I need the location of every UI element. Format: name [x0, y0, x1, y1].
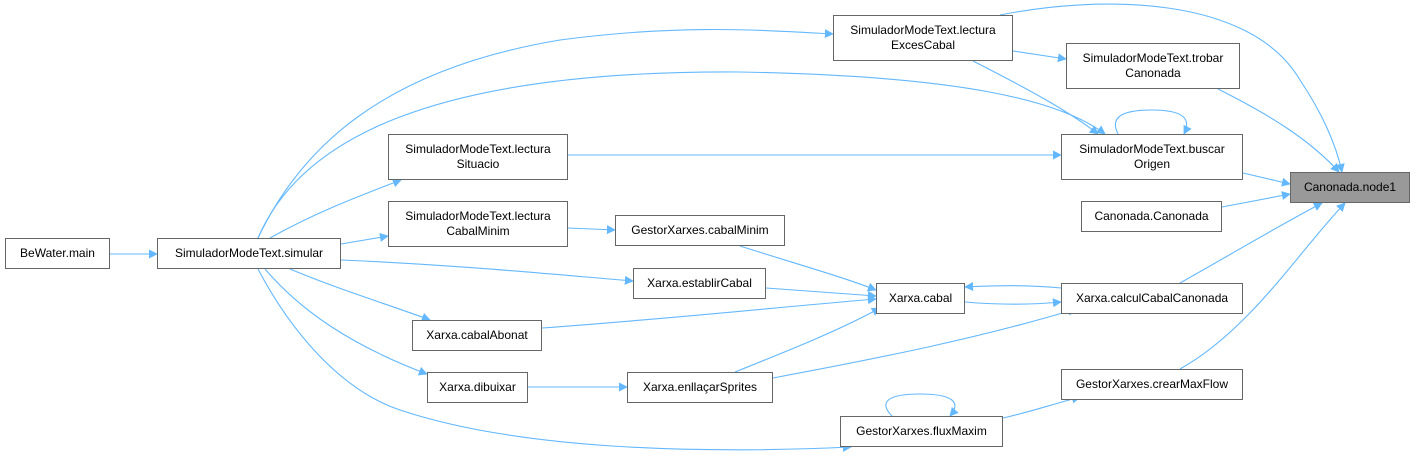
node-label: Xarxa.establirCabal — [647, 276, 752, 290]
node-label-line2: ExcesCabal — [890, 38, 956, 52]
node-label: Xarxa.enllaçarSprites — [642, 380, 758, 394]
node-xarxa-calcul-cabal-canonada[interactable]: Xarxa.calculCabalCanonada — [1061, 283, 1243, 314]
node-xarxa-dibuixar[interactable]: Xarxa.dibuixar — [427, 372, 528, 403]
edge-simular-to-abonat — [289, 268, 431, 322]
node-gestor-flux-maxim[interactable]: GestorXarxes.fluxMaxim — [840, 416, 1003, 447]
node-label-line1: SimuladorModeText.lectura — [405, 142, 551, 156]
edge-lectura-exces-to-buscar — [972, 60, 1099, 135]
edge-enllacar-to-calcul — [772, 307, 1077, 379]
node-label-line1: SimuladorModeText.trobar — [1082, 51, 1224, 65]
node-label: Canonada.node1 — [1303, 180, 1397, 194]
node-label: Xarxa.cabalAbonat — [426, 328, 528, 342]
edge-buscar-self-loop — [1114, 109, 1192, 135]
edge-simular-to-fluxmaxim — [257, 268, 852, 452]
node-simulador-simular[interactable]: SimuladorModeText.simular — [157, 238, 341, 269]
edge-lectura-cabalminim-to-gx — [567, 225, 616, 235]
edge-fluxmaxim-self-loop — [885, 393, 959, 417]
edge-canonada-ctor-to-node1 — [1221, 191, 1291, 208]
edge-lectura-exces-to-trobar — [1012, 50, 1067, 63]
node-label: Xarxa.calculCabalCanonada — [1075, 291, 1229, 305]
edge-fluxmaxim-to-crearmaxflow — [1002, 394, 1081, 419]
edge-simular-to-lectura-cabalminim — [340, 232, 389, 245]
node-label: GestorXarxes.crearMaxFlow — [1075, 377, 1229, 391]
edge-simular-to-lectura-situacio — [269, 178, 402, 239]
edge-crearmaxflow-to-node1 — [1179, 202, 1346, 370]
node-xarxa-cabal[interactable]: Xarxa.cabal — [876, 283, 965, 314]
node-simulador-lectura-cabal-minim[interactable]: SimuladorModeText.lectura CabalMinim — [388, 201, 568, 247]
edge-simular-to-dibuixar — [264, 268, 428, 376]
node-label-line2: Canonada — [1125, 66, 1181, 80]
node-xarxa-establir-cabal[interactable]: Xarxa.establirCabal — [633, 268, 766, 299]
edge-gx-cabalminim-to-cabal — [739, 245, 877, 292]
node-label-line2: CabalMinim — [446, 224, 510, 238]
node-label: BeWater.main — [20, 246, 95, 260]
edge-simular-to-lectura-exces — [257, 28, 834, 239]
edge-enllacar-to-cabal — [734, 307, 881, 373]
node-xarxa-enllacar-sprites[interactable]: Xarxa.enllaçarSprites — [627, 372, 773, 403]
edge-establir-to-cabal — [765, 287, 877, 300]
node-label-line2: Origen — [1133, 157, 1171, 171]
edge-trobar-to-node1 — [1217, 88, 1340, 173]
node-xarxa-cabal-abonat[interactable]: Xarxa.cabalAbonat — [412, 320, 542, 351]
edge-calcul-to-cabal — [964, 282, 1062, 292]
node-label: GestorXarxes.cabalMinim — [631, 223, 769, 237]
edge-calcul-to-node1 — [1179, 202, 1323, 284]
node-gestor-crear-max-flow[interactable]: GestorXarxes.crearMaxFlow — [1061, 369, 1243, 400]
node-label: Canonada.Canonada — [1094, 209, 1209, 223]
node-label-line1: SimuladorModeText.lectura — [850, 23, 996, 37]
node-simulador-trobar-canonada[interactable]: SimuladorModeText.trobar Canonada — [1066, 43, 1240, 89]
node-label: Xarxa.cabal — [888, 291, 953, 305]
node-canonada-constructor[interactable]: Canonada.Canonada — [1081, 201, 1222, 232]
edge-simular-to-buscar — [257, 71, 1106, 239]
node-simulador-buscar-origen[interactable]: SimuladorModeText.buscar Origen — [1061, 134, 1243, 180]
node-label-line1: SimuladorModeText.buscar — [1079, 142, 1225, 156]
node-label: Xarxa.dibuixar — [439, 380, 516, 394]
node-label-line2: Situacio — [456, 157, 500, 171]
edge-cabal-to-calcul — [964, 298, 1062, 308]
edge-buscar-to-node1 — [1242, 172, 1291, 187]
node-label-line1: SimuladorModeText.lectura — [405, 209, 551, 223]
edge-simular-to-establir — [340, 259, 634, 285]
node-simulador-lectura-exces-cabal[interactable]: SimuladorModeText.lectura ExcesCabal — [833, 15, 1013, 61]
edge-lectura-exces-to-node1 — [999, 3, 1345, 173]
node-simulador-lectura-situacio[interactable]: SimuladorModeText.lectura Situacio — [388, 134, 568, 180]
node-bewater-main[interactable]: BeWater.main — [5, 238, 110, 269]
node-label: SimuladorModeText.simular — [174, 246, 324, 260]
node-gestor-cabal-minim[interactable]: GestorXarxes.cabalMinim — [615, 215, 785, 246]
node-canonada-node1: Canonada.node1 — [1290, 172, 1410, 203]
node-label: GestorXarxes.fluxMaxim — [856, 424, 987, 438]
edge-abonat-to-cabal — [541, 295, 877, 329]
